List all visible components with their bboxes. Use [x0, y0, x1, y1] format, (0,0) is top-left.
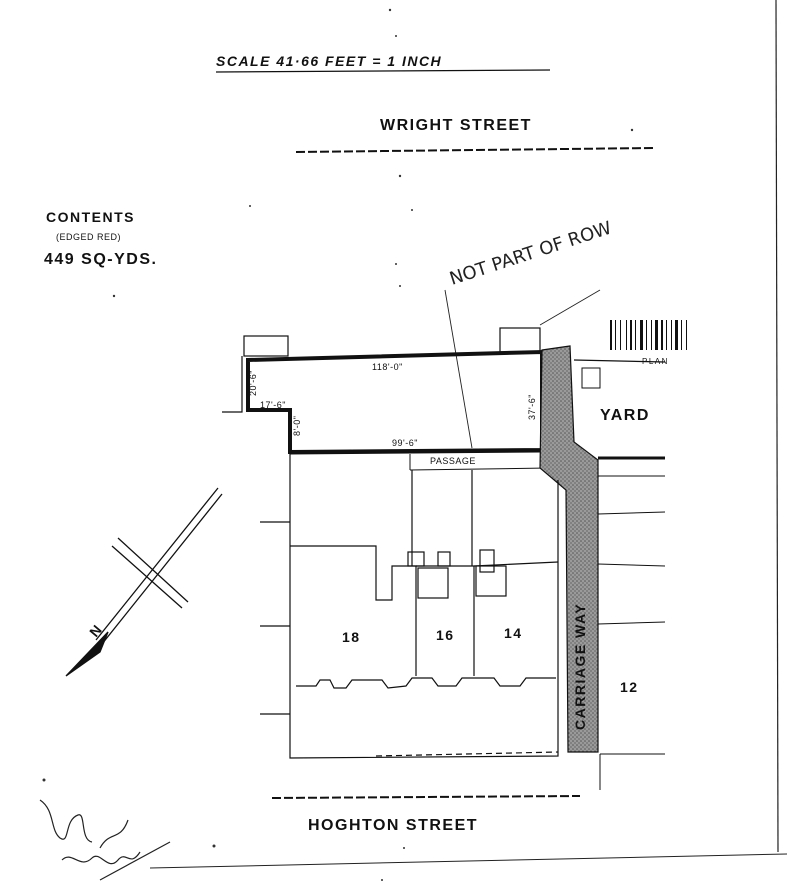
contents-title: CONTENTS [46, 209, 135, 225]
barcode-bar [666, 320, 667, 350]
contents-area: 449 SQ-YDS. [44, 251, 157, 268]
contents-note: (EDGED RED) [56, 232, 121, 242]
dim-top: 118'-0" [372, 362, 403, 372]
barcode-bar [620, 320, 621, 350]
barcode-bar [651, 320, 652, 350]
barcode-bar [655, 320, 658, 350]
signature-scribble [39, 799, 171, 881]
page-border-right [775, 0, 779, 853]
building-outlines [260, 452, 559, 759]
dim-bottom: 99'-6" [392, 438, 418, 448]
note-leader-line-2 [539, 289, 601, 326]
street-top-label: WRIGHT STREET [380, 117, 532, 134]
barcode-bar [646, 320, 647, 350]
lot-label-14: 14 [504, 625, 523, 641]
yard-area [573, 359, 666, 790]
street-bottom-line [271, 795, 581, 799]
barcode-bar [615, 320, 616, 350]
lot-label-18: 18 [342, 629, 361, 645]
barcode-bar [640, 320, 643, 350]
barcode-bar [610, 320, 612, 350]
yard-label: YARD [600, 407, 650, 424]
north-arrow-icon [65, 487, 223, 677]
dim-right: 37'-6" [527, 394, 537, 420]
dim-left-small: 17'-6" [260, 400, 286, 410]
lot-label-16: 16 [436, 627, 455, 643]
passage-label: PASSAGE [430, 456, 476, 466]
barcode-bar [681, 320, 682, 350]
street-bottom-label: HOGHTON STREET [308, 817, 478, 834]
barcode-bar [671, 320, 672, 350]
barcode-bar [661, 320, 663, 350]
scale-text: SCALE 41·66 FEET = 1 INCH [216, 53, 442, 69]
street-top-line [295, 147, 656, 153]
lot-label-12: 12 [620, 679, 639, 695]
scale-underline [215, 69, 551, 73]
carriage-way-label: CARRIAGE WAY [572, 603, 588, 730]
barcode-bars [610, 320, 687, 350]
paper-specks [42, 8, 634, 881]
barcode-bar [626, 320, 627, 350]
barcode-bar [675, 320, 678, 350]
passage-strip [289, 451, 549, 471]
carriage-way [539, 345, 599, 753]
dim-left-lower: 8'-0" [292, 416, 302, 436]
handwritten-note: NOT PART OF ROW [447, 217, 614, 289]
barcode-bar [630, 320, 632, 350]
edged-plot [222, 327, 544, 455]
dim-left-upper: 20'-6" [248, 370, 258, 396]
page-border-bottom [149, 853, 787, 869]
note-leader-line [444, 289, 473, 449]
barcode-bar [686, 320, 687, 350]
barcode-bar [635, 320, 636, 350]
